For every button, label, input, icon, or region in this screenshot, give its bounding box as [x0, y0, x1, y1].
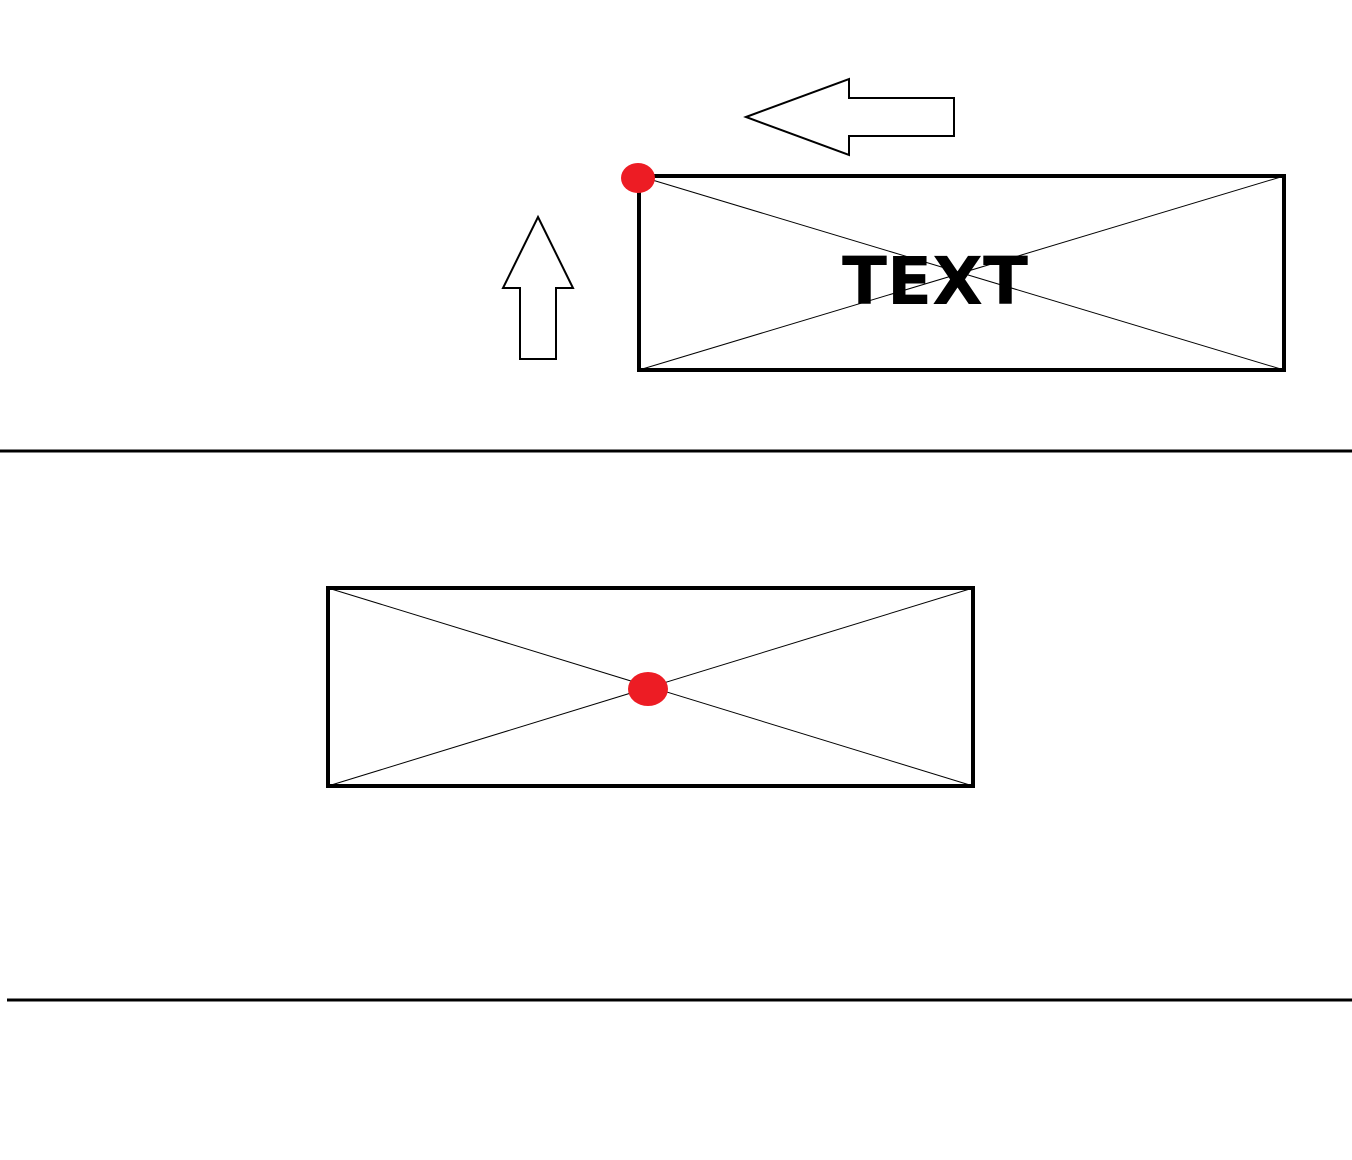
top-box-label: TEXT — [842, 243, 1028, 320]
bottom-panel — [326, 586, 975, 788]
top-panel: TEXT — [501, 77, 1286, 372]
up-arrow-icon — [501, 214, 575, 360]
top-left-anchor-marker — [621, 163, 655, 193]
left-arrow-icon — [743, 77, 955, 157]
top-box-diagonal-b — [638, 175, 1285, 371]
center-anchor-marker — [628, 672, 668, 706]
